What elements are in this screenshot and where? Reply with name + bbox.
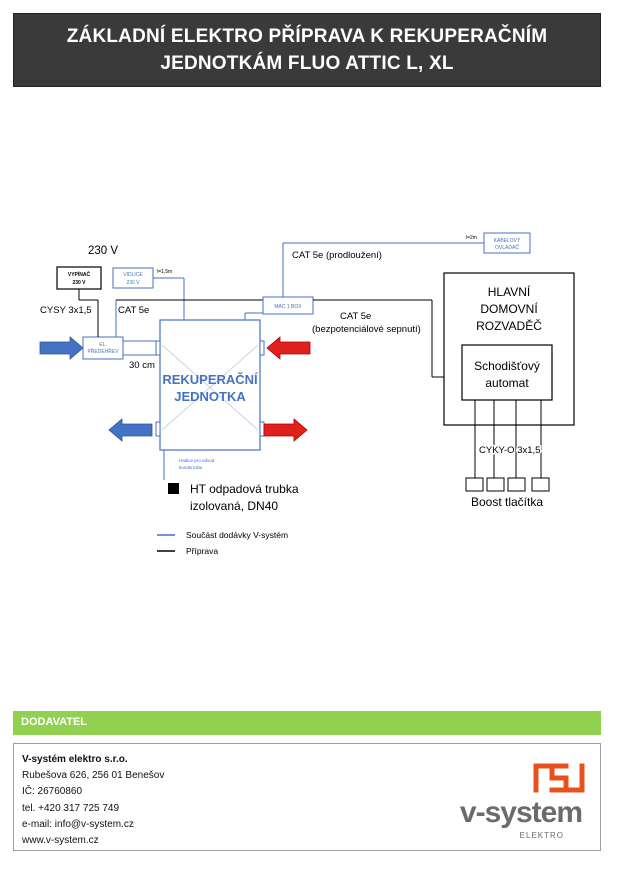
legend-prep-label: Příprava [186, 546, 218, 556]
cable-controller-label-1: KABELOVÝ [494, 237, 521, 244]
mac-box [262, 296, 314, 315]
unit-port-left-bottom [155, 421, 161, 437]
main-board-label-1: HLAVNÍ [488, 284, 531, 299]
company-name: V-systém elektro s.r.o. [22, 754, 128, 765]
cable-controller-box [483, 232, 531, 254]
ht-pipe-square [168, 483, 179, 494]
company-web: www.v-system.cz [22, 835, 99, 847]
blue-arrow-intake [39, 336, 84, 360]
distance-label: 30 cm [129, 360, 155, 371]
supplier-header: DODAVATEL [13, 711, 601, 735]
switch-label-1: VYPÍNAČ [68, 270, 91, 278]
supplier-card: V-systém elektro s.r.o. Rubešova 626, 25… [13, 743, 601, 851]
stair-automat-box [461, 344, 553, 401]
plug-label-2: 230 V [126, 280, 140, 286]
cyky-label: CYKY-O 3x1,5 [479, 445, 540, 456]
unit-port-right-top [259, 340, 265, 356]
main-board-label-2: DOMOVNÍ [480, 301, 538, 316]
company-address: Rubešova 626, 256 01 Benešov [22, 770, 165, 782]
potential-free-label: (bezpotenciálové sepnutí) [312, 324, 421, 335]
title-line-2: JEDNOTKÁM FLUO ATTIC L, XL [160, 53, 454, 74]
logo-mark-icon [533, 763, 585, 793]
stair-automat-label-2: automat [485, 376, 529, 390]
logo-sub: ELEKTRO [520, 831, 564, 840]
recuperation-unit-box [159, 319, 261, 451]
blue-arrow-exhaust [108, 418, 153, 442]
preheater-box [82, 336, 124, 360]
mac-box-label: MAC 1 BOX [274, 304, 302, 310]
unit-port-right-bottom [259, 421, 265, 437]
company-phone: tel. +420 317 725 749 [22, 802, 120, 814]
unit-cross-line [161, 344, 259, 431]
ht-pipe-label-1: HT odpadová trubka [190, 482, 299, 496]
cat5e-extension-label: CAT 5e (prodloužení) [292, 250, 382, 261]
boost-button [486, 477, 505, 492]
v-system-logo: v-system ELEKTRO [460, 763, 585, 840]
title-line-1: ZÁKLADNÍ ELEKTRO PŘÍPRAVA K REKUPERAČNÍM [66, 26, 548, 47]
switch-label-2: 230 V [72, 280, 86, 286]
main-board-label-3: ROZVADĚČ [476, 318, 542, 333]
stair-automat-label-1: Schodišťový [474, 359, 540, 373]
cable-length-label: l=2m [466, 235, 477, 241]
ht-pipe-label-2: izolovaná, DN40 [190, 499, 278, 513]
cable-controller-label-2: OVLADAČ [495, 244, 519, 251]
preheater-label-1: EL. [99, 342, 107, 348]
legend-supply-label: Součást dodávky V-systém [186, 530, 288, 540]
logo-brand: v-system [460, 796, 582, 829]
cat5e-right-label: CAT 5e [340, 311, 371, 322]
red-arrow-extract [263, 418, 308, 442]
voltage-label: 230 V [88, 245, 118, 257]
supplier-details: V-systém elektro s.r.o. Rubešova 626, 25… [22, 752, 164, 849]
cat5e-label: CAT 5e [118, 305, 149, 316]
company-ic: IČ: 26760860 [22, 786, 83, 798]
unit-port-left-top [155, 340, 161, 356]
unit-label-1: REKUPERAČNÍ [162, 372, 258, 387]
red-arrow-supply [266, 336, 311, 360]
page-title: ZÁKLADNÍ ELEKTRO PŘÍPRAVA K REKUPERAČNÍM… [13, 13, 601, 87]
preheater-label-2: PŘEDEHŘEV [87, 347, 119, 355]
boost-button [465, 477, 484, 492]
plug-label-1: VIDLICE [123, 272, 143, 278]
supplier-heading: DODAVATEL [21, 716, 87, 728]
boost-label: Boost tlačítka [471, 495, 543, 509]
unit-label-2: JEDNOTKA [174, 389, 246, 404]
boost-button [531, 477, 550, 492]
condensate-label-2: kondenzátu [179, 465, 203, 470]
boost-button [507, 477, 526, 492]
boost-wiring [474, 400, 542, 478]
cysy-label: CYSY 3x1,5 [40, 305, 92, 316]
plug-length-label: l=1,5m [157, 269, 172, 275]
company-email: e-mail: info@v-system.cz [22, 818, 134, 830]
condensate-label-1: Hadice pro odvod [179, 458, 215, 463]
